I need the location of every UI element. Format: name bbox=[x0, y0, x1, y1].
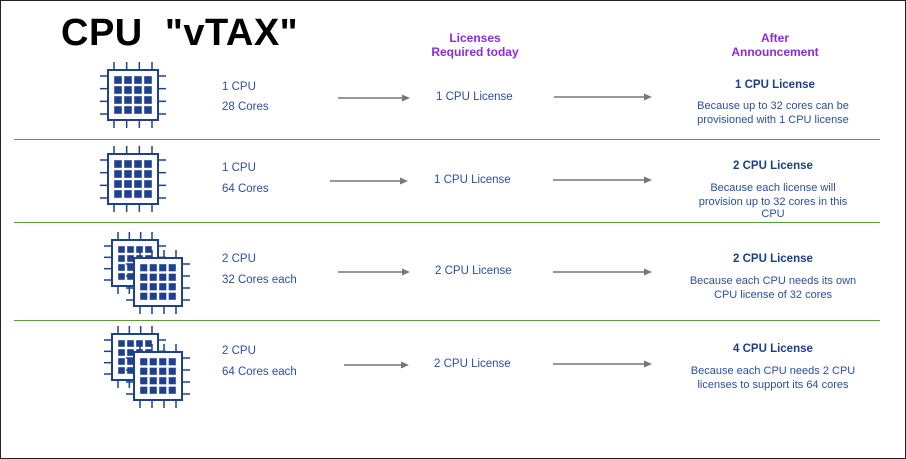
reason-line: licenses to support its 64 cores bbox=[697, 379, 849, 391]
row-cpu-count: 1 CPU bbox=[222, 81, 256, 93]
arrow-icon bbox=[330, 177, 408, 185]
row-cpu-count: 2 CPU bbox=[222, 345, 256, 357]
reason-line: provisioned with 1 CPU license bbox=[697, 114, 849, 126]
single-cpu-icon bbox=[100, 146, 166, 217]
row-divider bbox=[14, 222, 880, 223]
header-today-line1: Licenses bbox=[449, 31, 501, 45]
row-divider bbox=[14, 320, 880, 321]
reason-line: CPU bbox=[761, 208, 785, 220]
row-license-reason: Because up to 32 cores can be provisione… bbox=[673, 99, 873, 127]
row-cpu-count: 2 CPU bbox=[222, 253, 256, 265]
row-license-today: 1 CPU License bbox=[434, 174, 511, 186]
reason-line: Because each CPU needs 2 CPU bbox=[690, 365, 856, 377]
row-license-reason: Because each license will provision up t… bbox=[673, 181, 873, 220]
header-after-line1: After bbox=[760, 31, 789, 45]
header-after-announcement: After Announcement bbox=[700, 31, 850, 59]
row-core-count: 64 Cores each bbox=[222, 366, 297, 378]
arrow-icon bbox=[553, 360, 652, 368]
row-license-after: 2 CPU License bbox=[733, 160, 813, 172]
header-licenses-today: Licenses Required today bbox=[410, 31, 540, 59]
cpu-chip-icon bbox=[100, 146, 166, 212]
row-license-after: 4 CPU License bbox=[733, 343, 813, 355]
row-license-reason: Because each CPU needs its own CPU licen… bbox=[673, 274, 873, 302]
row-cpu-count: 1 CPU bbox=[222, 162, 256, 174]
cpu-chip-pair-icon bbox=[104, 326, 190, 408]
row-core-count: 64 Cores bbox=[222, 183, 269, 195]
arrow-icon bbox=[553, 176, 652, 184]
reason-line: Because each license will bbox=[710, 182, 836, 194]
header-today-line2: Required today bbox=[431, 45, 519, 59]
arrow-icon bbox=[344, 361, 409, 369]
reason-line: provision up to 32 cores in this bbox=[698, 196, 848, 208]
arrow-icon bbox=[553, 268, 652, 276]
row-license-today: 2 CPU License bbox=[435, 265, 512, 277]
cpu-chip-icon bbox=[100, 62, 166, 128]
header-after-line2: Announcement bbox=[731, 45, 819, 59]
row-license-after: 2 CPU License bbox=[733, 253, 813, 265]
reason-line: Because each CPU needs its own bbox=[689, 275, 857, 287]
row-license-after: 1 CPU License bbox=[735, 79, 815, 91]
arrow-icon bbox=[338, 268, 410, 276]
row-license-today: 2 CPU License bbox=[434, 358, 511, 370]
row-divider bbox=[14, 139, 880, 140]
dual-cpu-icon bbox=[104, 232, 192, 319]
dual-cpu-icon bbox=[104, 326, 192, 413]
arrow-icon bbox=[554, 93, 652, 101]
single-cpu-icon bbox=[100, 62, 166, 133]
row-core-count: 32 Cores each bbox=[222, 274, 297, 286]
cpu-chip-pair-icon bbox=[104, 232, 190, 314]
row-license-reason: Because each CPU needs 2 CPU licenses to… bbox=[673, 364, 873, 392]
reason-line: Because up to 32 cores can be bbox=[697, 100, 849, 112]
slide-title: CPU "vTAX" bbox=[61, 12, 299, 54]
arrow-icon bbox=[338, 94, 410, 102]
row-core-count: 28 Cores bbox=[222, 101, 269, 113]
row-license-today: 1 CPU License bbox=[436, 91, 513, 103]
reason-line: CPU license of 32 cores bbox=[714, 289, 832, 301]
